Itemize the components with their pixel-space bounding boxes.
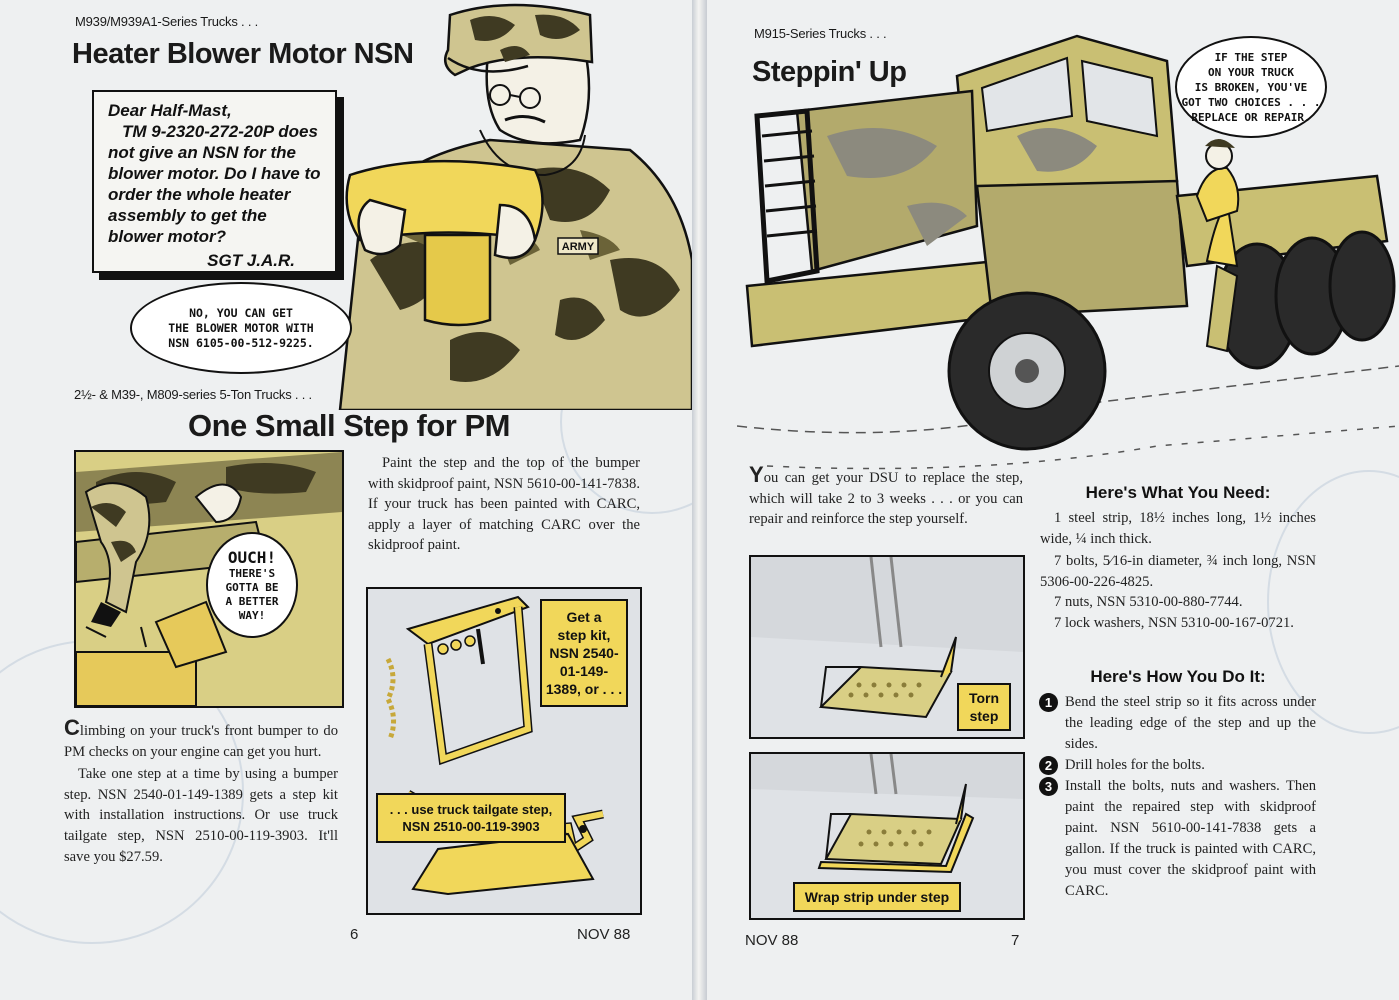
- tailgate-caption: . . . use truck tailgate step, NSN 2510-…: [376, 793, 566, 843]
- letter-line: blower motor?: [108, 227, 227, 246]
- letter-line: TM 9-2320-272-20P does: [122, 122, 318, 141]
- article3-intro: You can get your DSU to replace the step…: [749, 462, 1023, 530]
- article2-title: One Small Step for PM: [188, 408, 510, 443]
- bubble-line: OUCH!: [227, 547, 277, 567]
- letter-line: blower motor. Do I have to: [108, 164, 321, 183]
- page-number-left: 6: [350, 926, 359, 943]
- article3-title: Steppin' Up: [752, 56, 907, 88]
- article2-body-left: Climbing on your truck's front bumper to…: [64, 715, 338, 867]
- step-number-badge: 2: [1039, 756, 1058, 775]
- article2-paragraph-1: Climbing on your truck's front bumper to…: [64, 715, 338, 760]
- bubble-line: ON YOUR TRUCK: [1207, 65, 1295, 79]
- page-number-right: 7: [1011, 932, 1020, 949]
- letter-line: assembly to get the: [108, 206, 267, 225]
- article1-title: Heater Blower Motor NSN: [72, 38, 414, 70]
- reply-speech-bubble: NO, YOU CAN GET THE BLOWER MOTOR WITH NS…: [130, 282, 352, 374]
- bubble-line: THE BLOWER MOTOR WITH: [168, 320, 314, 335]
- what-you-need-heading: Here's What You Need:: [1085, 483, 1271, 502]
- wrap-strip-illustration: [751, 754, 1023, 874]
- right-page: M915-Series Trucks . . . Steppin' Up: [707, 0, 1399, 1000]
- army-patch-label: ARMY: [562, 241, 595, 253]
- drop-cap: Y: [749, 462, 764, 487]
- article3-intro-paragraph: You can get your DSU to replace the step…: [749, 462, 1023, 528]
- kit-caption: Get a step kit, NSN 2540- 01-149- 1389, …: [540, 599, 628, 707]
- issue-date-right: NOV 88: [745, 932, 799, 949]
- material-item: 7 bolts, 5⁄16-in diameter, ¾ inch long, …: [1040, 553, 1316, 590]
- truck-illustration: [737, 34, 1399, 470]
- step-kit-panel: Get a step kit, NSN 2540- 01-149- 1389, …: [366, 587, 642, 915]
- article2-paragraph-3: Paint the step and the top of the bumper…: [368, 455, 640, 554]
- wrap-strip-panel: Wrap strip under step: [749, 752, 1025, 920]
- material-item: 1 steel strip, 18½ inches long, 1½ inche…: [1040, 510, 1316, 547]
- torn-step-illustration: [751, 557, 1023, 719]
- article2-paragraph-2: Take one step at a time by using a bumpe…: [64, 766, 338, 865]
- truck-speech-bubble: IF THE STEP ON YOUR TRUCK IS BROKEN, YOU…: [1175, 36, 1327, 138]
- bubble-line: GOTTA BE: [225, 580, 279, 594]
- ouch-panel: OUCH! THERE'S GOTTA BE A BETTER WAY!: [74, 450, 344, 708]
- letter-signature: SGT J.A.R.: [207, 251, 295, 270]
- bubble-line: WAY!: [238, 608, 266, 622]
- bubble-line: A BETTER: [225, 594, 279, 608]
- left-page: M939/M939A1-Series Trucks . . . Heater B…: [0, 0, 692, 1000]
- reader-letter-box: Dear Half-Mast, TM 9-2320-272-20P does n…: [92, 90, 337, 273]
- bubble-line: THERE'S: [228, 566, 276, 580]
- article2-body-right: Paint the step and the top of the bumper…: [368, 453, 640, 556]
- material-item: 7 lock washers, NSN 5310-00-167-0721.: [1054, 614, 1294, 631]
- drop-cap: C: [64, 715, 80, 740]
- step-number-badge: 1: [1039, 693, 1058, 712]
- bubble-line: NO, YOU CAN GET: [189, 305, 293, 320]
- article2-series: 2½- & M39-, M809-series 5-Ton Trucks . .…: [74, 387, 312, 402]
- how-you-do-it-heading: Here's How You Do It:: [1090, 667, 1266, 686]
- article1-series: M939/M939A1-Series Trucks . . .: [75, 14, 259, 29]
- torn-step-caption: Torn step: [957, 683, 1011, 731]
- article3-series: M915-Series Trucks . . .: [754, 26, 887, 41]
- letter-line: Dear Half-Mast,: [108, 101, 232, 120]
- bubble-line: IS BROKEN, YOU'VE: [1194, 80, 1308, 94]
- bubble-line: IF THE STEP: [1214, 50, 1288, 64]
- issue-date-left: NOV 88: [577, 926, 631, 943]
- soldier-illustration: ARMY: [338, 3, 692, 410]
- bubble-line: GOT TWO CHOICES . . .: [1181, 95, 1321, 109]
- bubble-line: NSN 6105-00-512-9225.: [168, 335, 314, 350]
- page-gutter: [692, 0, 707, 1000]
- materials-list: 1 steel strip, 18½ inches long, 1½ inche…: [1040, 508, 1316, 634]
- letter-line: order the whole heater: [108, 185, 291, 204]
- material-item: 7 nuts, NSN 5310-00-880-7744.: [1054, 594, 1243, 611]
- wrap-strip-caption: Wrap strip under step: [793, 882, 961, 912]
- ouch-speech-bubble: OUCH! THERE'S GOTTA BE A BETTER WAY!: [206, 532, 298, 638]
- step-number-badge: 3: [1039, 777, 1058, 796]
- bubble-line: REPLACE OR REPAIR.: [1191, 110, 1311, 124]
- torn-step-panel: Torn step: [749, 555, 1025, 739]
- letter-line: not give an NSN for the: [108, 143, 296, 162]
